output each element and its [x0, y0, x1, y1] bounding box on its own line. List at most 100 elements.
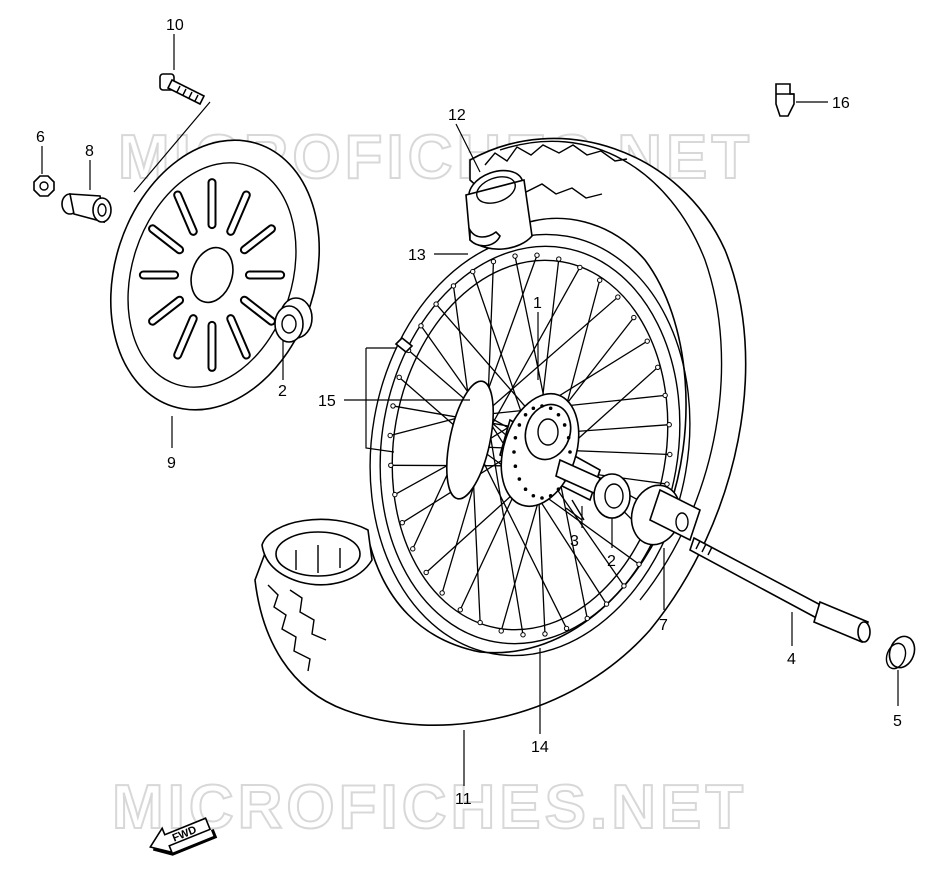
callout-14: 14	[531, 739, 549, 756]
part-3-spacer	[565, 499, 585, 521]
callout-5: 5	[893, 713, 902, 730]
callout-labels: 10 6 8 12 16 13 1 2 15 9 3 2 7 4 5 14 11	[36, 17, 902, 808]
callout-2-left: 2	[278, 383, 287, 400]
leader-lines	[41, 34, 899, 786]
spoke-nipple	[410, 546, 416, 552]
spoke	[488, 267, 581, 431]
part-10-bolt	[159, 73, 206, 106]
part-11-tire	[254, 137, 747, 726]
part-9-brake-disc	[109, 139, 321, 411]
hub-spoke-hole	[540, 404, 544, 408]
spoke-nipple	[631, 314, 637, 321]
spoke-nipple	[636, 561, 642, 567]
part-8-spacer	[61, 193, 112, 224]
spoke-nipple	[390, 403, 396, 409]
callout-12: 12	[448, 107, 466, 124]
disc-slot-inner	[241, 226, 274, 253]
disc-slot-inner	[175, 192, 196, 234]
spoke-nipple	[490, 258, 497, 265]
hub-spoke-hole	[540, 496, 544, 500]
callout-13: 13	[408, 247, 426, 264]
callout-3: 3	[570, 533, 579, 550]
callout-7: 7	[659, 617, 668, 634]
hub-spoke-hole	[531, 493, 536, 498]
hub-spoke-hole	[548, 406, 553, 411]
hub-spoke-hole	[523, 487, 528, 492]
hub-spoke-hole	[523, 412, 528, 417]
spoke-nipple	[457, 607, 463, 613]
disc-slot-inner	[228, 316, 249, 358]
callout-9: 9	[167, 455, 176, 472]
callout-10: 10	[166, 17, 184, 34]
hub-spoke-hole	[512, 450, 516, 454]
callout-16: 16	[832, 95, 850, 112]
spoke-nipple	[387, 432, 393, 439]
callout-15: 15	[318, 393, 336, 410]
spoke-nipple	[450, 283, 457, 289]
hub-spoke-hole	[517, 477, 522, 481]
spoke-nipple	[392, 491, 398, 498]
spoke-nipple	[396, 374, 402, 381]
spoke-nipple	[470, 268, 476, 275]
spoke-nipple	[584, 615, 590, 622]
spoke-nipple	[563, 625, 570, 632]
watermark-bottom: MICROFICHES.NET	[112, 773, 747, 842]
part-6-nut	[33, 175, 55, 197]
disc-slot-inner	[228, 192, 249, 234]
spoke-nipple	[615, 294, 621, 300]
hub-spoke-hole	[513, 464, 518, 469]
disc-slot-inner	[175, 316, 196, 358]
spoke-nipple	[542, 631, 548, 637]
spoke-nipple	[439, 590, 445, 596]
hub-spoke-hole	[548, 493, 553, 498]
part-13-rim-band	[469, 227, 501, 247]
spoke-nipple	[655, 364, 661, 371]
spoke-nipple	[498, 628, 504, 634]
spoke-nipple	[621, 583, 627, 589]
part-2-bearing-left	[274, 297, 313, 343]
spoke	[470, 296, 619, 426]
spoke-nipple	[418, 323, 424, 329]
spoke-nipple	[433, 301, 439, 307]
spoke	[472, 440, 568, 629]
callout-11: 11	[455, 791, 472, 808]
spoke-nipple	[667, 451, 673, 458]
callout-6: 6	[36, 129, 45, 146]
hub-spoke-hole	[566, 435, 571, 440]
hub-spoke-hole	[513, 435, 518, 440]
spoke-nipple	[603, 601, 610, 607]
spoke-nipple	[597, 277, 603, 283]
disc-slot-inner	[150, 226, 183, 253]
callout-1: 1	[533, 295, 542, 312]
hub-spoke-hole	[531, 406, 536, 411]
part-14-rim	[369, 233, 691, 657]
part-16-valve	[775, 83, 795, 117]
disc-slot-inner	[150, 297, 183, 324]
spoke-nipple	[662, 392, 668, 399]
part-4-axle	[689, 536, 871, 644]
spoke-nipple	[664, 481, 670, 487]
spoke	[487, 424, 524, 635]
spoke-nipple	[666, 421, 672, 428]
spoke-nipple	[556, 256, 562, 262]
part-7-collar	[630, 484, 701, 546]
hub-spoke-hole	[517, 423, 522, 427]
spoke-nipple	[399, 519, 405, 526]
callout-2-right: 2	[607, 553, 616, 570]
part-2-bearing-right	[593, 473, 631, 519]
spoke-nipple	[644, 338, 650, 344]
spoke-nipple	[577, 264, 583, 271]
spoke-nipple	[423, 569, 429, 576]
part-1-hub	[445, 380, 601, 508]
part-5-cap	[885, 635, 916, 670]
spoke-nipple	[534, 252, 540, 258]
callout-4: 4	[787, 651, 796, 668]
callout-8: 8	[85, 143, 94, 160]
spoke-nipple	[520, 632, 526, 638]
hub-spoke-hole	[556, 412, 561, 417]
spoke-nipple	[388, 462, 394, 469]
disc-slot-inner	[241, 297, 274, 324]
hub-spoke-hole	[562, 423, 567, 427]
spoke-nipple	[512, 253, 518, 259]
